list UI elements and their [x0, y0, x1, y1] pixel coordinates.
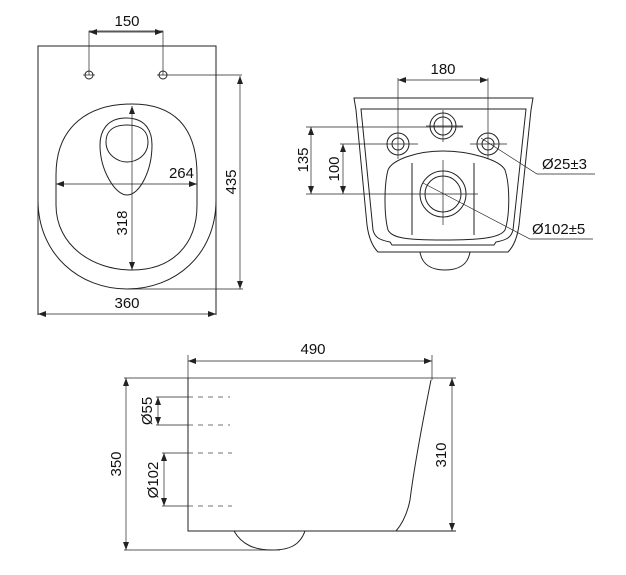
bowl-bottom-side [233, 530, 306, 551]
mount-hole-right [470, 130, 507, 159]
dim-label-inlet-spacing: 180 [430, 61, 455, 78]
mount-hole-left [382, 130, 418, 159]
side-view: 490 350 310 Ø55 Ø102 [108, 341, 456, 551]
label-drain-diameter: Ø102±5 [532, 221, 585, 238]
bowl-opening-inner [105, 124, 149, 163]
dim-label-height-100: 100 [326, 156, 343, 181]
drain-hole [419, 160, 467, 225]
dim-label-seat-length: 318 [114, 210, 131, 235]
leader-drain [422, 182, 593, 240]
dim-label-total-length: 435 [223, 169, 240, 194]
dim-label-outlet-diameter: Ø102 [145, 462, 162, 499]
dim-label-seat-width: 264 [169, 165, 194, 182]
bowl-opening [99, 117, 153, 196]
front-view-inner-outline [360, 108, 527, 246]
dim-label-depth: 490 [300, 341, 325, 358]
top-view: 150 264 318 435 360 [37, 13, 243, 317]
front-view-outline [353, 97, 534, 253]
seat-inner-outline [55, 103, 198, 271]
front-view: 180 135 100 Ø25±3 Ø102±5 [295, 61, 595, 271]
dim-label-inlet-diameter: Ø55 [139, 397, 156, 425]
dim-label-seat-hole-spacing: 150 [114, 13, 139, 30]
bowl-bottom [419, 251, 471, 271]
bowl-basin [384, 150, 510, 241]
water-inlet-hole [426, 110, 463, 142]
side-view-outline [187, 378, 456, 532]
dim-label-height-135: 135 [295, 147, 312, 172]
dim-label-body-height: 310 [433, 442, 450, 467]
dim-label-total-height: 350 [108, 451, 125, 476]
label-mount-hole-diameter: Ø25±3 [542, 156, 587, 173]
dim-label-total-width: 360 [114, 295, 139, 312]
seat-mount-hole-right [157, 70, 242, 80]
leader-mount-hole [480, 137, 595, 175]
